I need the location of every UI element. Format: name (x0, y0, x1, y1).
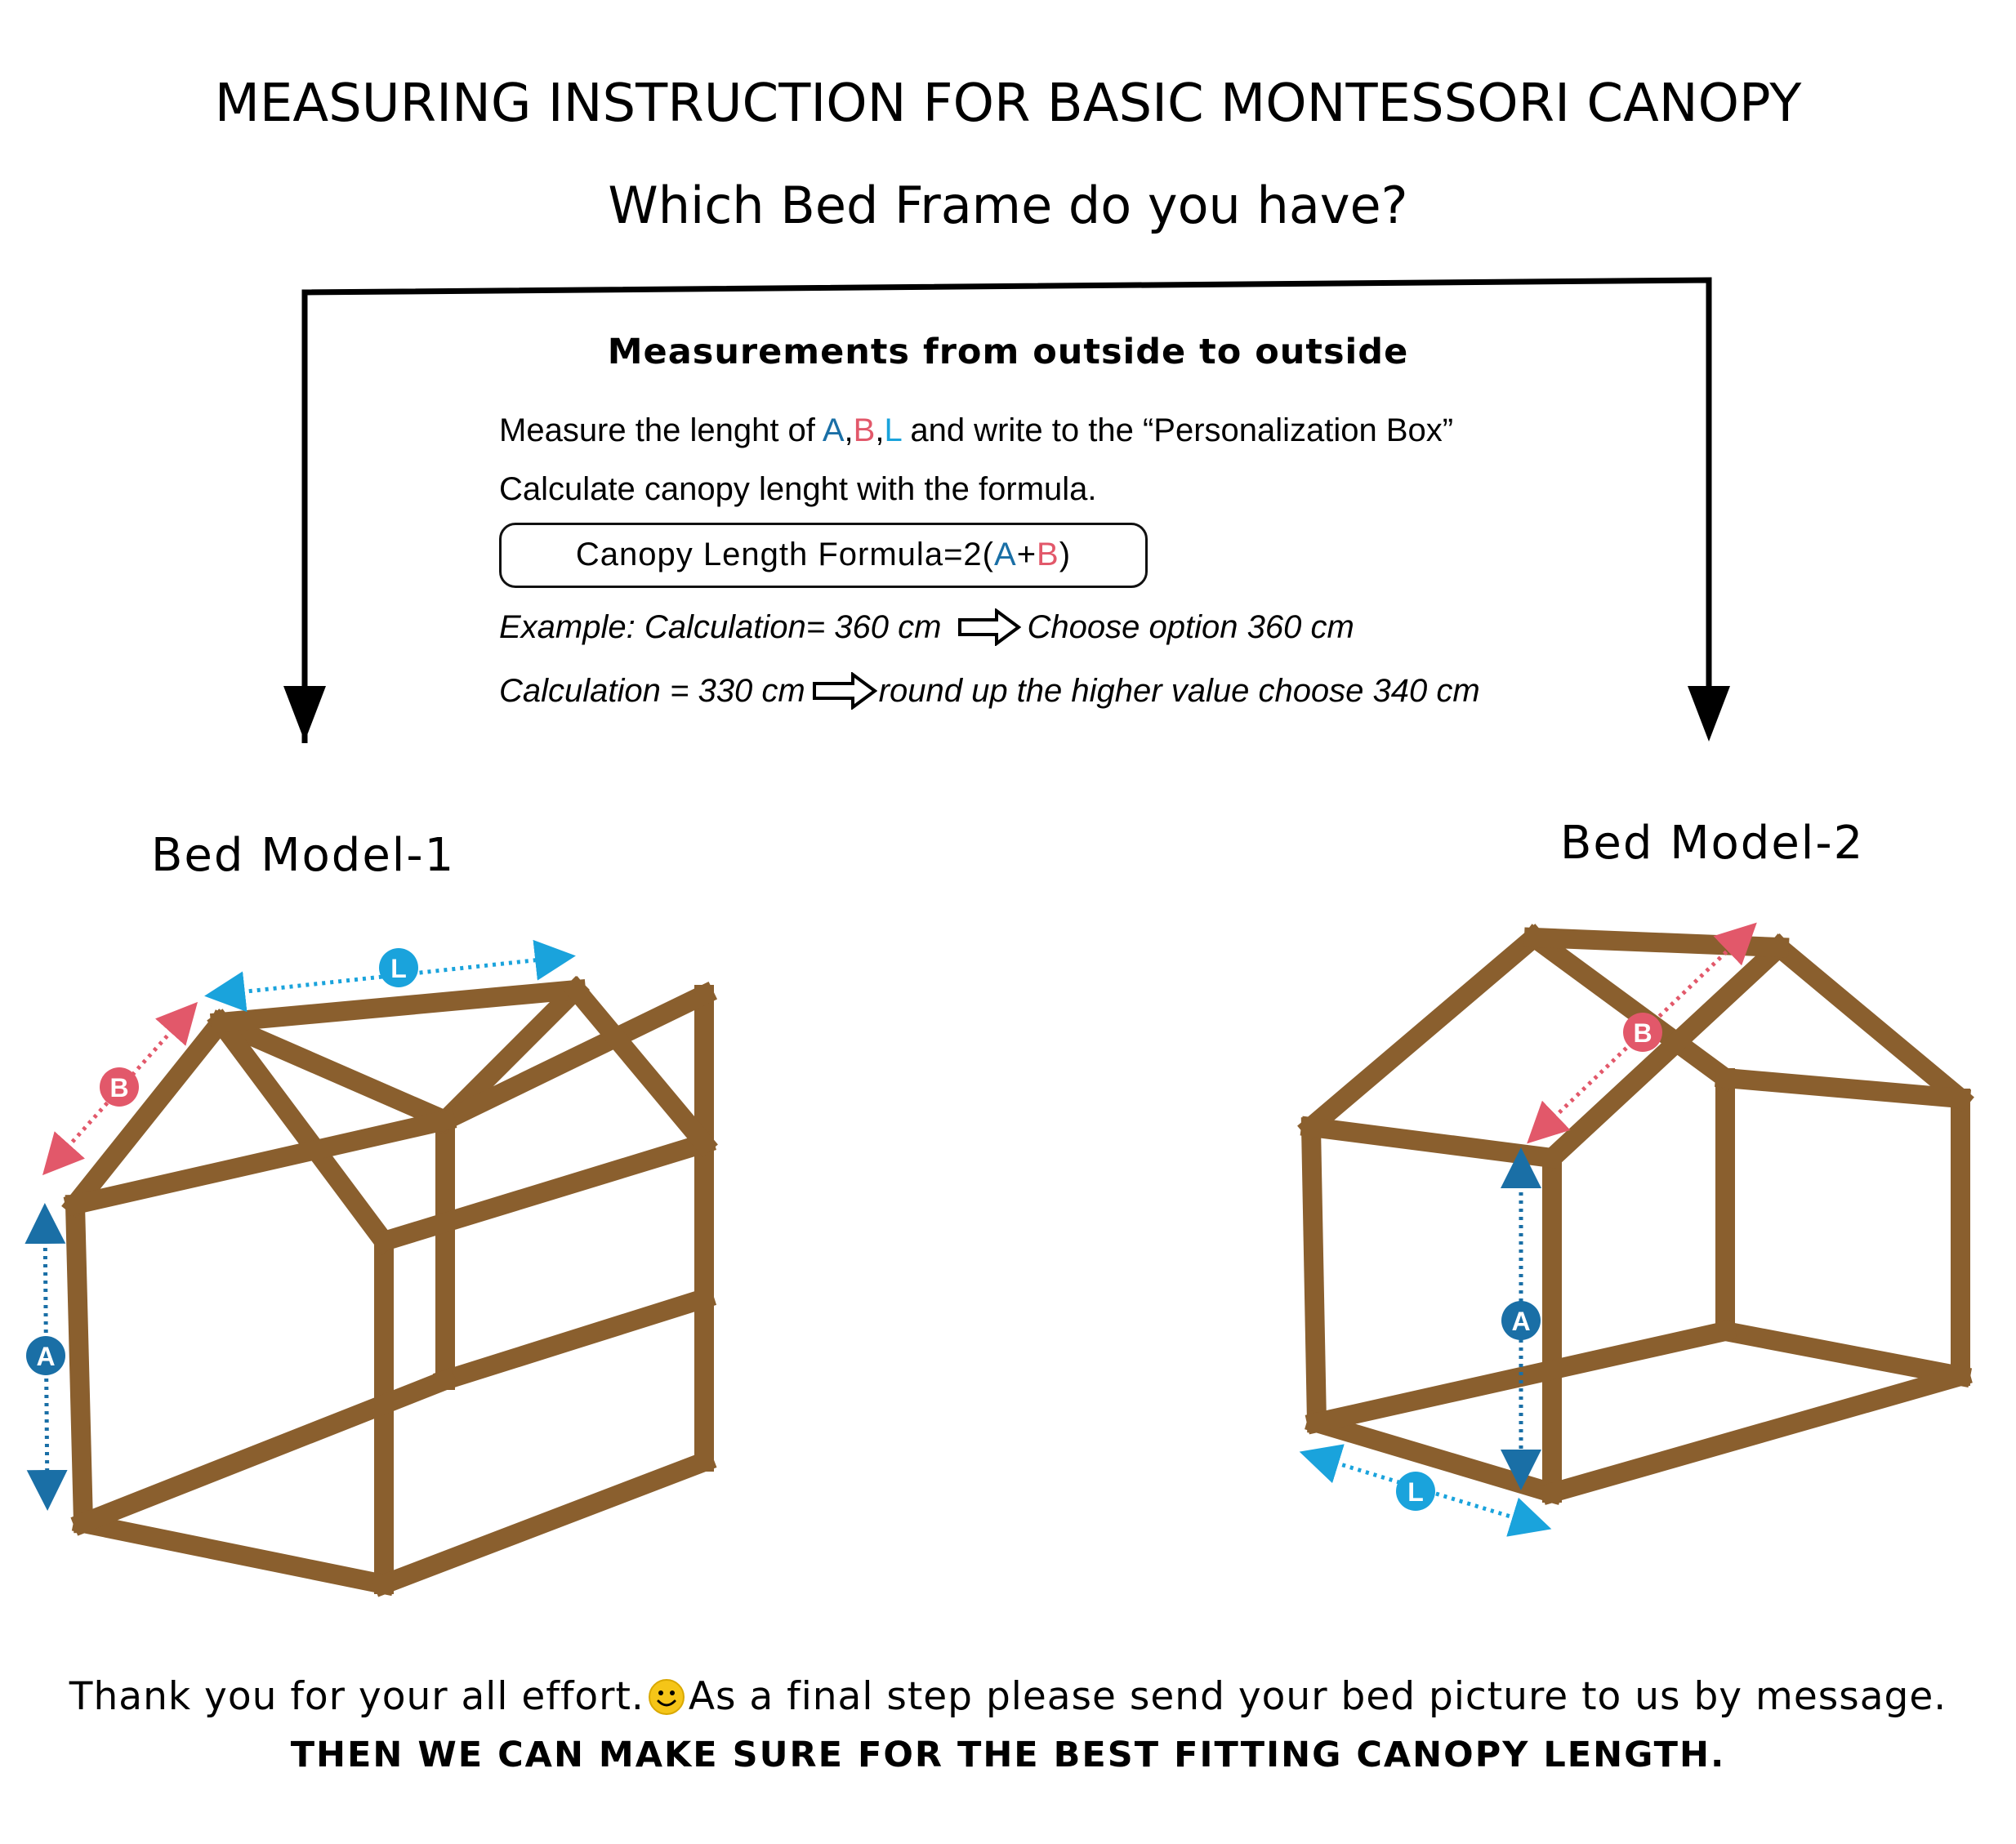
bed2-back-roof-right (1765, 933, 1974, 1112)
bed2-front-bottom (1305, 1410, 1564, 1505)
example2-right: round up the higher value choose 340 cm (878, 673, 1480, 709)
formula-suffix: ) (1059, 537, 1072, 572)
bed2-ridge (1523, 927, 1790, 958)
thanks-right: As a final step please send your bed pic… (688, 1674, 1947, 1719)
bed2-marker-l: L (1407, 1477, 1424, 1507)
question-heading: Which Bed Frame do you have? (608, 176, 1408, 235)
label-b: B (853, 412, 876, 448)
bed1-marker-l-badge (379, 948, 418, 987)
bed2-side-bottom-left (1305, 1319, 1737, 1435)
formula-prefix: Canopy Length Formula=2( (575, 537, 994, 572)
comma-2: , (875, 412, 885, 448)
bed1-back-bottom (432, 1285, 717, 1393)
hollow-arrow-icon (957, 608, 1021, 647)
formula-b: B (1037, 537, 1059, 572)
bed1-marker-l: L (390, 954, 407, 983)
example-line-1: Example: Calculation= 360 cm Choose opti… (499, 608, 1354, 647)
bed1-measure-b (42, 1001, 198, 1176)
bed2-back-roof-left (1520, 924, 1739, 1092)
page-title: MEASURING INSTRUCTION FOR BASIC MONTESSO… (214, 73, 1802, 134)
bed-model-2-label: Bed Model-2 (1560, 817, 1865, 870)
bed2-back-bottom (1713, 1319, 1973, 1388)
bed1-back-roof-left (207, 1009, 458, 1134)
measurements-subtitle: Measurements from outside to outside (607, 332, 1409, 372)
smiley-icon (648, 1679, 685, 1715)
bed2-back-beam (1715, 1067, 1971, 1109)
bracket-line (301, 277, 1712, 743)
label-a: A (822, 412, 845, 448)
instruction-line-2: Calculate canopy lenght with the formula… (499, 471, 1097, 507)
formula-text: Canopy Length Formula=2(A+B) (502, 537, 1145, 573)
bed-model-1-label: Bed Model-1 (151, 829, 456, 882)
bed1-front-post-left (65, 1194, 94, 1534)
line1-prefix: Measure the lenght of (499, 412, 823, 448)
example2-left: Calculation = 330 cm (499, 673, 805, 709)
instruction-line-1: Measure the lenght of A,B,L and write to… (499, 412, 1453, 449)
footer-thanks: Thank you for your all effort. As a fina… (0, 1674, 2016, 1719)
label-l: L (884, 412, 902, 448)
formula-box: Canopy Length Formula=2(A+B) (499, 523, 1148, 588)
right-arrowhead (1688, 686, 1730, 742)
bed1-back-roof-far (562, 976, 718, 1157)
line1-suffix: and write to the “Personalization Box” (901, 412, 1454, 448)
bed1-front-bottom (71, 1511, 396, 1597)
thanks-left: Thank you for your all effort. (69, 1674, 644, 1719)
bed2-marker-a: A (1511, 1307, 1530, 1336)
hollow-arrow-icon (812, 671, 878, 710)
bed1-side-bottom-right (371, 1449, 717, 1597)
bed1-front-roof-right (207, 1009, 398, 1255)
formula-a: A (994, 537, 1017, 572)
bed2-front-top (1300, 1116, 1563, 1169)
example-line-2: Calculation = 330 cm round up the higher… (499, 671, 1480, 710)
bed2-side-bottom-right (1540, 1364, 1973, 1505)
example1-left: Example: Calculation= 360 cm (499, 609, 942, 645)
comma-1: , (844, 412, 854, 448)
bed1-marker-a: A (36, 1342, 55, 1371)
bed1-side-bottom-left (70, 1367, 458, 1536)
bed1-marker-b: B (109, 1073, 128, 1102)
formula-plus: + (1016, 537, 1037, 572)
bed1-marker-b-badge (100, 1067, 139, 1107)
left-arrowhead (283, 686, 326, 742)
bed2-marker-a-badge (1501, 1301, 1541, 1340)
bed2-front-post-left (1300, 1116, 1327, 1433)
bed1-side-top-right (372, 1131, 716, 1254)
bed2-front-roof-left (1297, 924, 1548, 1141)
bed1-marker-a-badge (26, 1336, 65, 1375)
example1-right: Choose option 360 cm (1027, 609, 1354, 645)
bed2-marker-b: B (1633, 1018, 1652, 1048)
footer-emphasis: THEN WE CAN MAKE SURE FOR THE BEST FITTI… (290, 1735, 1726, 1775)
bed2-marker-l-badge (1396, 1472, 1435, 1511)
bed1-back-beam (431, 981, 718, 1134)
bed2-marker-b-badge (1623, 1013, 1662, 1052)
bed1-side-top-left (63, 1108, 457, 1217)
